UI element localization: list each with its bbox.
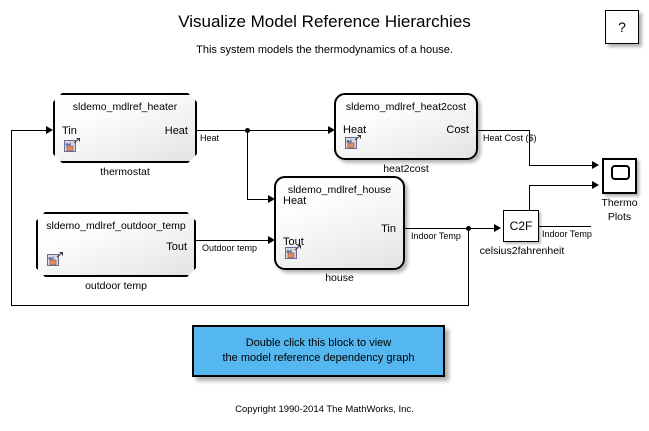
thermostat-model-name: sldemo_mdlref_heater <box>72 101 178 113</box>
block-thermostat[interactable]: sldemo_mdlref_heater Tin Heat <box>53 93 197 163</box>
outdoor-temp-model-name: sldemo_mdlref_outdoor_temp <box>46 220 186 232</box>
scope-icon <box>611 165 630 180</box>
block-celsius2fahrenheit[interactable]: C2F <box>503 210 539 242</box>
arrow-house-heat <box>268 194 275 203</box>
signal-label-heat-cost: Heat Cost ($) <box>483 133 537 143</box>
page-title: Visualize Model Reference Hierarchies <box>178 12 471 31</box>
wire-heat-cost-to-scope <box>529 164 594 166</box>
dependency-graph-annotation-block[interactable]: Double click this block to view the mode… <box>192 325 445 377</box>
model-reference-icon <box>47 252 64 267</box>
outdoor-temp-port-tout: Tout <box>166 241 187 253</box>
outdoor-temp-caption: outdoor temp <box>85 280 147 292</box>
wire-heat-cost-horizontal <box>478 129 530 131</box>
house-port-tin: Tin <box>381 223 396 235</box>
annotation-line-2: the model reference dependency graph <box>222 352 415 364</box>
copyright-text: Copyright 1990-2014 The MathWorks, Inc. <box>235 404 414 415</box>
page-subtitle: This system models the thermodynamics of… <box>196 44 453 56</box>
wire-indoor-temp-to-c2f <box>405 227 497 229</box>
wire-outdoor-temp <box>196 239 271 241</box>
block-house[interactable]: sldemo_mdlref_house Heat Tout Tin <box>274 176 405 270</box>
wire-heat-branch-vertical <box>246 130 248 200</box>
wire-c2f-to-scope <box>529 184 594 186</box>
wire-feedback-bottom-horizontal <box>11 304 469 306</box>
heat2cost-port-cost: Cost <box>446 124 469 136</box>
wire-heat-main <box>197 129 331 131</box>
signal-label-indoor-temp: Indoor Temp <box>411 231 461 241</box>
thermostat-caption: thermostat <box>100 166 150 178</box>
arrow-house-tout <box>268 235 275 244</box>
arrow-scope-input-1 <box>592 160 599 169</box>
wire-c2f-out-horizontal <box>539 225 591 227</box>
thermo-plots-caption-line2: Plots <box>607 211 632 223</box>
block-outdoor-temp[interactable]: sldemo_mdlref_outdoor_temp Tout <box>36 212 196 277</box>
wire-feedback-right-vertical <box>468 228 470 305</box>
junction-indoor-temp-branch <box>466 225 471 231</box>
celsius2fahrenheit-caption: celsius2fahrenheit <box>479 245 565 257</box>
signal-label-outdoor-temp: Outdoor temp <box>202 243 258 253</box>
model-reference-icon <box>345 135 361 149</box>
house-caption: house <box>325 272 354 284</box>
house-port-heat: Heat <box>283 195 307 207</box>
model-reference-icon <box>285 245 301 259</box>
annotation-line-1: Double click this block to view <box>245 337 392 350</box>
arrow-thermostat-tin <box>46 125 53 134</box>
help-button[interactable]: ? <box>605 10 639 44</box>
house-model-name: sldemo_mdlref_house <box>287 184 392 196</box>
heat2cost-port-heat: Heat <box>343 124 367 136</box>
heat2cost-caption: heat2cost <box>383 163 429 175</box>
thermostat-port-tin: Tin <box>62 125 77 137</box>
block-thermo-plots[interactable] <box>602 158 637 194</box>
thermo-plots-caption-line1: Thermo <box>601 197 638 209</box>
model-reference-icon <box>64 138 81 153</box>
wire-c2f-out-vertical <box>529 185 531 226</box>
heat2cost-model-name: sldemo_mdlref_heat2cost <box>345 101 467 113</box>
thermostat-port-heat: Heat <box>164 125 188 137</box>
wire-heat-cost-vertical <box>529 130 531 166</box>
block-heat2cost[interactable]: sldemo_mdlref_heat2cost Heat Cost <box>334 93 478 160</box>
signal-label-heat: Heat <box>200 133 220 143</box>
arrow-heat2cost-heat <box>328 125 335 134</box>
question-mark-icon: ? <box>618 19 626 35</box>
c2f-label: C2F <box>509 219 533 233</box>
arrow-scope-input-2 <box>592 180 599 189</box>
wire-feedback-left-vertical <box>11 130 13 306</box>
signal-label-indoor-temp-f: Indoor Temp <box>542 229 592 239</box>
wire-heat-branch-to-house <box>246 198 271 200</box>
wire-feedback-to-thermostat-tin <box>11 129 49 131</box>
arrow-c2f-input <box>494 223 501 232</box>
